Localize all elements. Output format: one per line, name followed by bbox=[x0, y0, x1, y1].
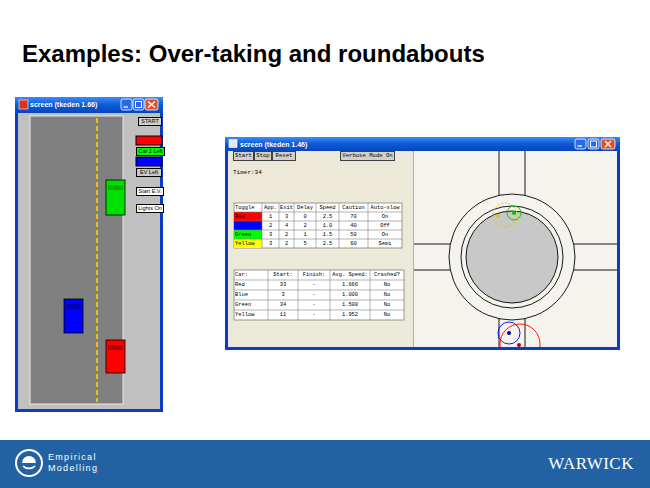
table-cell: 60 bbox=[339, 239, 368, 248]
table-cell: Yellow bbox=[234, 310, 268, 320]
table-cell: 11 bbox=[268, 310, 298, 320]
table-cell: - bbox=[298, 310, 330, 320]
table-cell: 2 bbox=[279, 239, 294, 248]
table-cell: Off bbox=[368, 221, 402, 230]
app-window: screen (tkeden 1.46) Start Stop Reset Verbos… bbox=[225, 137, 620, 350]
table-cell: 0 bbox=[294, 212, 316, 221]
control-button: Start bbox=[233, 151, 254, 161]
control-button: EV Left bbox=[136, 168, 162, 177]
timer-readout: Timer:34 bbox=[233, 169, 262, 177]
table-cell: 2.5 bbox=[316, 212, 339, 221]
table-header: Delay bbox=[294, 203, 316, 212]
button-label: Lights On bbox=[138, 205, 162, 212]
table-cell: - bbox=[298, 300, 330, 310]
table-cell: 5 bbox=[294, 239, 316, 248]
button-label: Start E.V. bbox=[138, 188, 161, 195]
button-label: Stop bbox=[256, 152, 269, 160]
table-header: Speed bbox=[316, 203, 339, 212]
slide-title: Examples: Over-taking and roundabouts bbox=[22, 40, 485, 68]
table-cell: 3 bbox=[262, 239, 279, 248]
table-cell: No bbox=[370, 280, 404, 290]
table-cell: On bbox=[368, 212, 402, 221]
control-button: START bbox=[138, 117, 162, 126]
table-cell: 2 bbox=[279, 230, 294, 239]
table-header: Car: bbox=[234, 270, 268, 280]
table-cell: 2 bbox=[294, 221, 316, 230]
table-cell: Red bbox=[234, 212, 262, 221]
button-label: Car 2 Left bbox=[138, 148, 162, 155]
control-button: Start E.V. bbox=[136, 187, 164, 196]
window-title: screen (tkeden 1.66) bbox=[30, 100, 97, 109]
table-cell: No bbox=[370, 310, 404, 320]
app-window: screen (tkeden 1.66) START Car 2 Left EV Le… bbox=[15, 97, 163, 412]
table-cell: No bbox=[370, 300, 404, 310]
table-header: Toggle bbox=[234, 203, 262, 212]
table-cell: 1.666 bbox=[330, 280, 370, 290]
table-cell: Semi bbox=[368, 239, 402, 248]
control-button: Reset bbox=[272, 151, 296, 161]
table-header: Avg. Speed: bbox=[330, 270, 370, 280]
button-label: Start bbox=[235, 152, 252, 160]
university-name: WARWICK bbox=[548, 454, 634, 474]
table-cell: 34 bbox=[268, 300, 298, 310]
table-cell: 4 bbox=[279, 221, 294, 230]
logo-wordmark: Empirical Modelling bbox=[48, 452, 114, 474]
control-button: Lights On bbox=[136, 204, 164, 213]
table-cell: Red bbox=[234, 280, 268, 290]
button-label: EV Left bbox=[140, 169, 158, 176]
table-cell: Green bbox=[234, 300, 268, 310]
table-cell: Green bbox=[234, 230, 262, 239]
button-label: START bbox=[141, 118, 159, 125]
table-cell: 1 bbox=[262, 212, 279, 221]
table-cell: 1 bbox=[294, 230, 316, 239]
button-label: Verbose Mode On bbox=[342, 152, 392, 160]
table-cell: 40 bbox=[339, 221, 368, 230]
control-button: Stop bbox=[254, 151, 272, 161]
table-cell: 50 bbox=[339, 230, 368, 239]
table-cell: 3 bbox=[279, 212, 294, 221]
table-header: Finish: bbox=[298, 270, 330, 280]
table-cell: - bbox=[298, 280, 330, 290]
footer-band: Empirical Modelling WARWICK bbox=[0, 440, 650, 488]
table-header: Exit bbox=[279, 203, 294, 212]
window-title: screen (tkeden 1.46) bbox=[240, 140, 307, 149]
table-header: Caution bbox=[339, 203, 368, 212]
table-cell: 1.0 bbox=[316, 221, 339, 230]
table-header: App. bbox=[262, 203, 279, 212]
table-cell: No bbox=[370, 290, 404, 300]
table-cell: 2.5 bbox=[316, 239, 339, 248]
table-cell: 33 bbox=[268, 280, 298, 290]
table-header: Crashed? bbox=[370, 270, 404, 280]
table-cell: 2 bbox=[262, 221, 279, 230]
table-cell: 1.5 bbox=[316, 230, 339, 239]
button-label: Reset bbox=[276, 152, 293, 160]
control-button: Car 2 Left bbox=[136, 147, 165, 156]
table-cell: 1.500 bbox=[330, 300, 370, 310]
table-cell: Blue bbox=[234, 290, 268, 300]
table-cell: 70 bbox=[339, 212, 368, 221]
control-button: Verbose Mode On bbox=[340, 151, 395, 161]
table-cell: - bbox=[298, 290, 330, 300]
table-header: Auto-slow bbox=[368, 203, 402, 212]
table-cell: 1.000 bbox=[330, 290, 370, 300]
table-cell: 3 bbox=[268, 290, 298, 300]
table-header: Start: bbox=[268, 270, 298, 280]
table-cell: 1.952 bbox=[330, 310, 370, 320]
table-cell: 3 bbox=[262, 230, 279, 239]
table-cell: On bbox=[368, 230, 402, 239]
table-cell: Yellow bbox=[234, 239, 262, 248]
